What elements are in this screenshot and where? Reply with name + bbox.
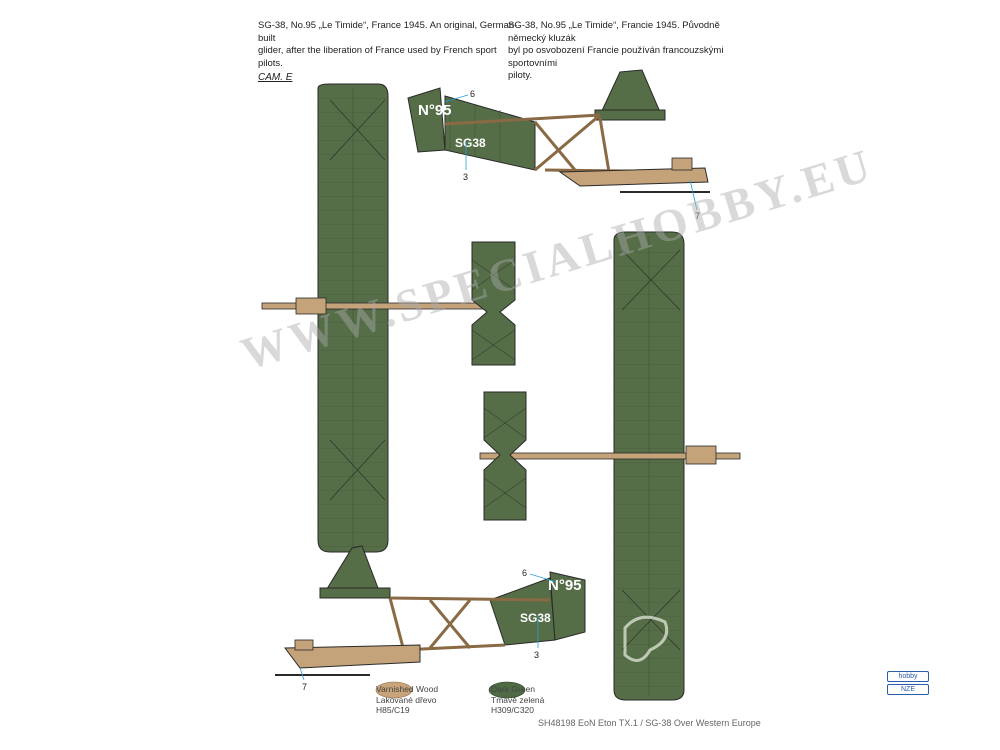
description-czech-line: piloty. xyxy=(508,70,533,81)
legend-swatch-green xyxy=(488,681,526,699)
tailplane-top-view xyxy=(471,241,516,366)
legend-wood: Varnished Wood Lakované dřevo H85/C19 xyxy=(376,684,438,716)
description-czech-line: SG-38, No.95 „Le Timide“, Francie 1945. … xyxy=(508,20,720,44)
callout-number: 7 xyxy=(302,682,308,692)
brand-logo: hobby xyxy=(887,671,929,682)
description-english: SG-38, No.95 „Le Timide“, France 1945. A… xyxy=(258,20,518,70)
wing-wear-patch xyxy=(623,615,669,662)
legend-wood-name: Varnished Wood xyxy=(376,684,439,694)
registration-marking: SG38 xyxy=(455,136,486,150)
footer-caption: SH48198 EoN Eton TX.1 / SG-38 Over Weste… xyxy=(538,718,761,728)
skid xyxy=(558,167,709,187)
camo-label: CAM. E xyxy=(258,72,293,83)
description-english-line: SG-38, No.95 „Le Timide“, France 1945. A… xyxy=(258,20,518,44)
tailplane-bottom-view xyxy=(483,391,527,521)
side-view-top: N°95 SG38 xyxy=(407,69,710,211)
fin-number-marking: N°95 xyxy=(418,102,452,119)
legend-swatch-wood xyxy=(375,681,413,699)
callout-number: 3 xyxy=(463,172,469,182)
side-view-bottom: N°95 SG38 xyxy=(275,545,586,681)
description-czech-line: byl po osvobození Francie používán franc… xyxy=(508,45,724,69)
legend-green-name: Dark Green xyxy=(491,684,535,694)
plan-view-bottom xyxy=(479,231,741,701)
plan-view-top xyxy=(261,83,516,553)
description-english-line: glider, after the liberation of France u… xyxy=(258,45,497,69)
wing-profile-bottom xyxy=(324,545,379,593)
callout-number: 6 xyxy=(522,568,528,578)
rear-fuselage xyxy=(444,95,536,171)
legend-wood-name-cz: Lakované dřevo xyxy=(376,694,437,705)
partner-logo: NZE xyxy=(887,684,929,695)
tail-surface-bottom xyxy=(549,571,586,641)
callout-number: 3 xyxy=(534,650,540,660)
fin-number-marking-bottom: N°95 xyxy=(548,577,582,594)
legend-green-name-cz: Tmavě zelená xyxy=(491,694,545,705)
callout-number: 7 xyxy=(695,211,701,221)
legend-green: Dark Green Tmavě zelená H309/C320 xyxy=(491,684,544,716)
legend-wood-code: H85/C19 xyxy=(376,705,410,715)
callout-number: 6 xyxy=(470,89,476,99)
wing-profile xyxy=(599,69,661,116)
legend-green-code: H309/C320 xyxy=(491,705,535,715)
tail-surface xyxy=(407,87,446,153)
description-czech: SG-38, No.95 „Le Timide“, Francie 1945. … xyxy=(508,20,758,83)
registration-marking-bottom: SG38 xyxy=(520,611,551,625)
brand-logos: hobby NZE xyxy=(887,671,929,709)
skid-bottom xyxy=(284,644,421,669)
